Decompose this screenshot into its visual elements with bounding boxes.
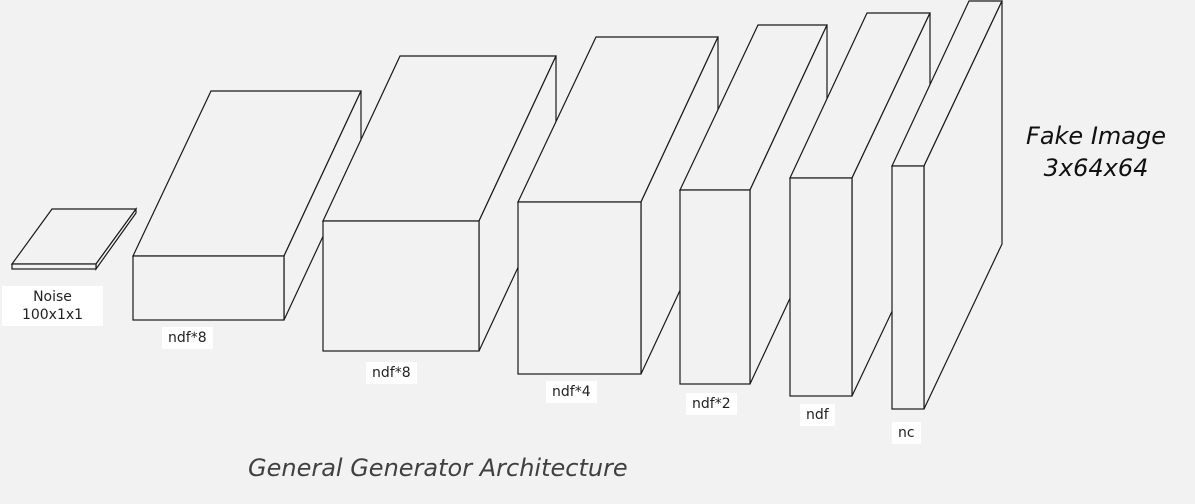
- layer-label-5: ndf: [800, 404, 835, 426]
- layer-label-2: ndf*8: [366, 362, 417, 384]
- output-label: Fake Image 3x64x64: [1010, 120, 1182, 184]
- layer-block-5: [789, 12, 931, 397]
- noise-name: Noise: [33, 289, 72, 305]
- layer-block-1-front: [132, 255, 285, 321]
- output-shape: 3x64x64: [1043, 154, 1149, 182]
- layer-block-4-front: [679, 189, 751, 385]
- layer-block-5-front: [789, 177, 853, 397]
- layer-block-1: [132, 90, 362, 321]
- layer-label-4: ndf*2: [686, 393, 737, 415]
- layer-label-3: ndf*4: [546, 381, 597, 403]
- layer-block-4: [679, 24, 828, 385]
- output-name: Fake Image: [1026, 122, 1166, 150]
- noise-block-front: [11, 263, 97, 270]
- layer-block-6: [891, 0, 1003, 410]
- noise-label: Noise 100x1x1: [2, 286, 103, 326]
- noise-shape: 100x1x1: [21, 307, 84, 323]
- noise-block: [10, 207, 138, 271]
- layer-label-6: nc: [892, 422, 921, 444]
- layer-block-3-front: [517, 201, 642, 375]
- diagram-title: General Generator Architecture: [248, 454, 628, 482]
- layer-block-6-front: [891, 165, 925, 410]
- layer-block-2: [322, 55, 557, 352]
- layer-label-1: ndf*8: [162, 327, 213, 349]
- layer-block-2-front: [322, 220, 480, 352]
